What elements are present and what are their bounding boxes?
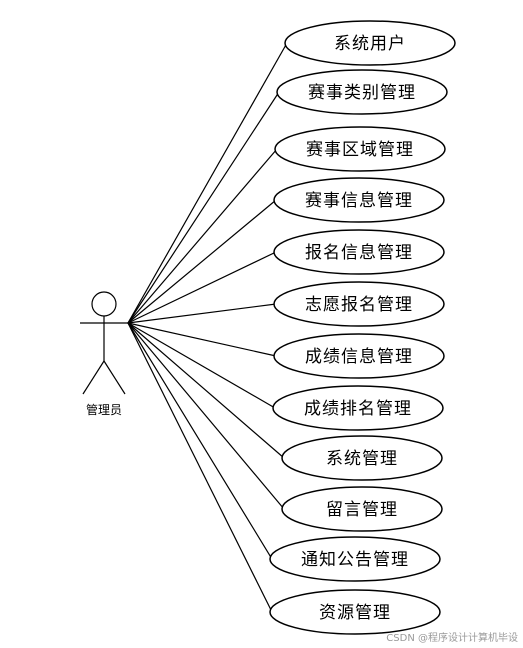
association-line [127,303,277,324]
use-case-label: 系统用户 [334,34,406,54]
association-lines [127,42,288,613]
use-case: 成绩信息管理 [273,333,445,379]
use-case: 赛事类别管理 [276,69,448,115]
use-case-ellipse [273,229,445,275]
use-case: 通知公告管理 [269,536,441,582]
use-case: 系统管理 [281,435,443,481]
use-cases: 系统用户赛事类别管理赛事区域管理赛事信息管理报名信息管理志愿报名管理成绩信息管理… [269,20,456,635]
association-line [127,91,280,324]
use-case-label: 资源管理 [319,603,391,623]
use-case-label: 成绩排名管理 [304,399,412,419]
association-line [127,148,278,324]
use-case-ellipse [273,333,445,379]
use-case: 志愿报名管理 [273,281,445,327]
use-case-ellipse [272,385,444,431]
use-case-ellipse [276,69,448,115]
use-case: 成绩排名管理 [272,385,444,431]
actor-right-leg [103,360,126,395]
use-case-label: 赛事类别管理 [308,82,416,103]
association-line [127,322,285,459]
use-case: 留言管理 [281,486,443,532]
use-case-label: 通知公告管理 [301,550,409,570]
association-line [127,322,276,409]
use-case-ellipse [269,536,441,582]
actor-admin: 管理员 [80,291,128,417]
use-case-label: 留言管理 [326,500,398,520]
use-case-label: 报名信息管理 [305,243,413,263]
use-case-label: 志愿报名管理 [305,295,413,315]
use-case-label: 成绩信息管理 [305,347,413,367]
use-case-ellipse [274,126,446,172]
association-line [127,322,285,510]
actor-left-leg [82,360,105,395]
association-line [127,322,273,613]
association-line [127,322,277,357]
use-case: 报名信息管理 [273,229,445,275]
use-case-ellipse [281,435,443,481]
association-line [127,199,277,324]
use-case-label: 赛事信息管理 [305,190,413,211]
association-line [127,251,277,324]
use-case: 赛事信息管理 [273,177,445,223]
watermark: CSDN @程序设计计算机毕设 [386,631,518,644]
use-case: 赛事区域管理 [274,126,446,172]
use-case-ellipse [284,20,456,66]
use-case-ellipse [273,177,445,223]
association-line [127,42,288,324]
use-case: 资源管理 [269,589,441,635]
use-case-ellipse [269,589,441,635]
actor-head [91,291,117,317]
actor-label: 管理员 [86,402,122,417]
use-case-ellipse [281,486,443,532]
association-line [127,322,273,560]
use-case-ellipse [273,281,445,327]
use-case-label: 系统管理 [326,449,398,469]
use-case: 系统用户 [284,20,456,66]
use-case-label: 赛事区域管理 [306,139,414,160]
